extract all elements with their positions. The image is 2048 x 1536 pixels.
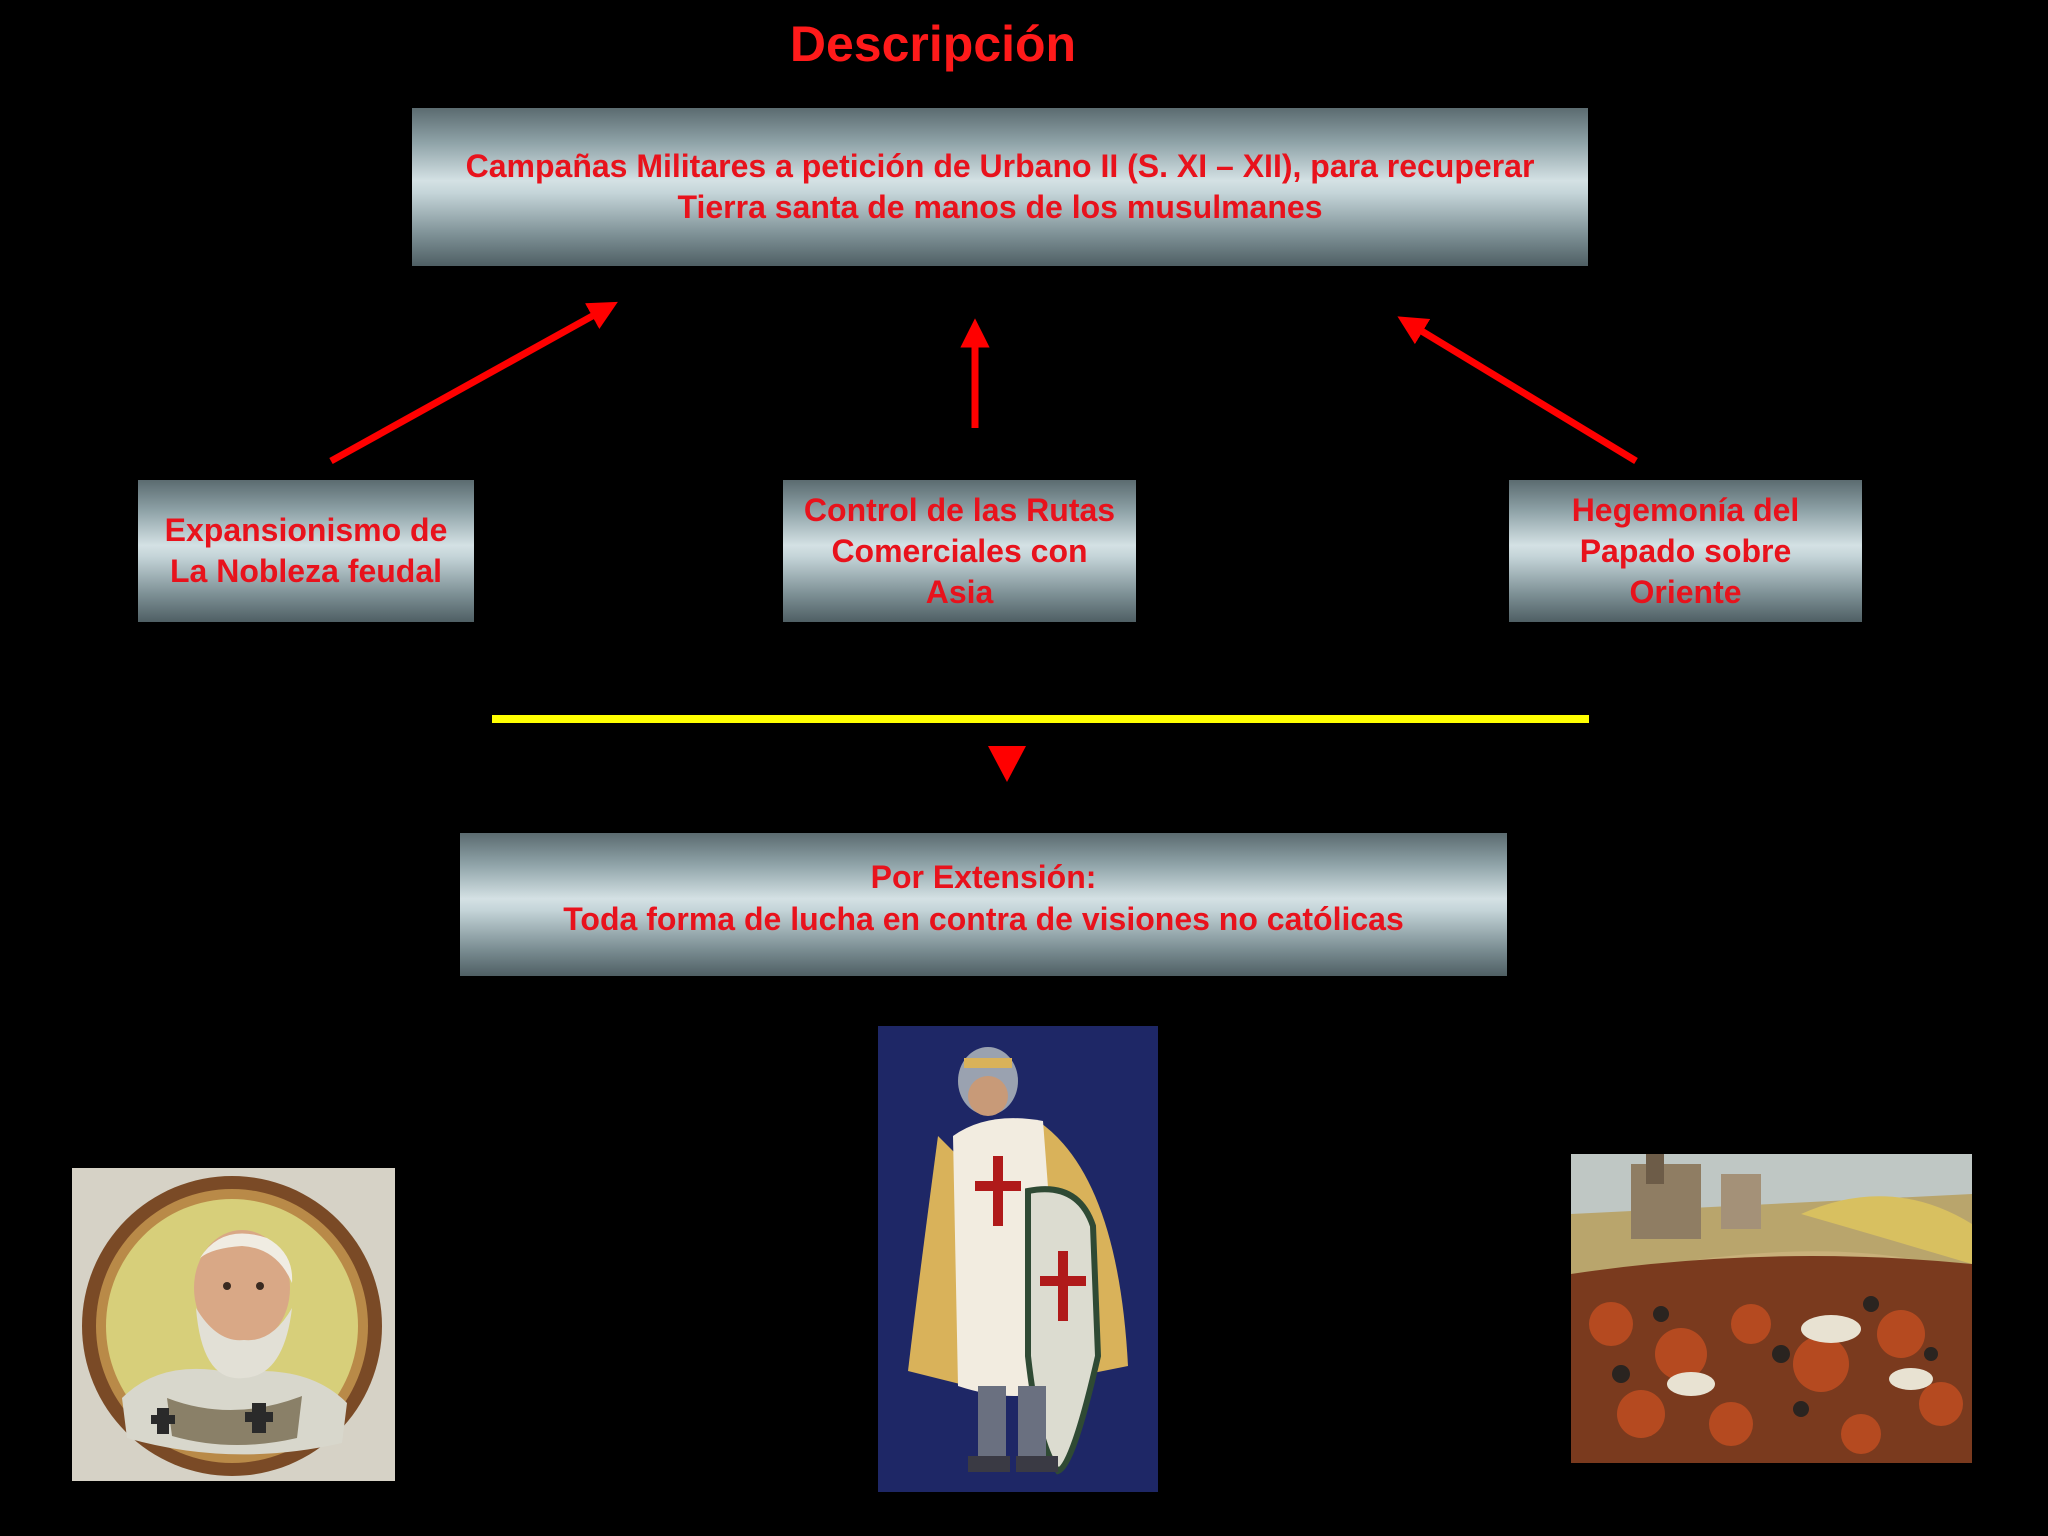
cause-box-trade-routes: Control de las Rutas Comerciales con Asi… [783,480,1136,622]
cause-left-line-1: Expansionismo de [164,512,448,548]
battle-painting-image [1571,1154,1972,1463]
cause-right-line-1: Hegemonía del [1571,491,1800,528]
main-definition-line-1: Campañas Militares a petición de Urbano … [465,148,1535,184]
cause-box-nobility: Expansionismo de La Nobleza feudal [138,480,474,622]
cause-left-line-2: La Nobleza feudal [169,553,443,589]
cause-box-papacy: Hegemonía del Papado sobre Oriente [1509,480,1862,622]
cause-center-line-1: Control de las Rutas [803,491,1116,528]
slide-title: Descripción [789,16,1077,72]
cause-center-line-2: Comerciales con [831,532,1088,569]
cause-center-line-3: Asia [925,573,994,610]
arrow-right-to-main [1397,316,1638,464]
extension-box: Por Extensión: Toda forma de lucha en co… [460,833,1507,976]
arrow-left-to-main [329,301,618,465]
cause-right-line-3: Oriente [1629,573,1742,610]
main-definition-line-2: Tierra santa de manos de los musulmanes [677,189,1323,225]
main-definition-box: Campañas Militares a petición de Urbano … [412,108,1588,266]
extension-line-2: Toda forma de lucha en contra de visione… [563,900,1404,937]
extension-line-1: Por Extensión: [870,858,1097,895]
cause-right-line-2: Papado sobre [1579,532,1792,569]
crusader-knight-image [878,1026,1158,1492]
down-triangle-icon [988,746,1026,782]
pope-portrait-image [72,1168,395,1481]
